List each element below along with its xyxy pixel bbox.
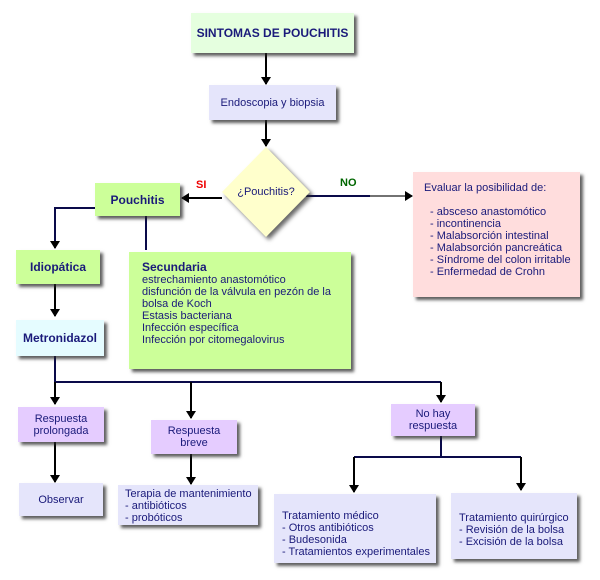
- evaluate-item: - Síndrome del colon irritable: [430, 254, 571, 266]
- maintenance-heading: Terapia de mantenimiento: [125, 488, 252, 500]
- secondary-heading: Secundaria: [142, 260, 207, 274]
- evaluate-item: - incontinencia: [430, 218, 501, 230]
- pouchitis-box: Pouchitis: [95, 183, 180, 216]
- evaluate-item: - Malabsorción intestinal: [430, 230, 549, 242]
- secondary-box: Secundaria estrechamiento anastomótico d…: [129, 252, 351, 369]
- yes-label: SI: [196, 179, 207, 191]
- secondary-item: disfunción de la válvula en pezón de la: [142, 286, 331, 298]
- secondary-item: Estasis bacteriana: [142, 310, 232, 322]
- no-response-line: respuesta: [408, 420, 458, 432]
- evaluate-heading: Evaluar la posibilidad de:: [424, 182, 547, 194]
- prolonged-line: prolongada: [33, 424, 89, 437]
- secondary-item: bolsa de Koch: [142, 298, 212, 310]
- secondary-item: Infección por citomegalovirus: [142, 334, 285, 346]
- surgical-item: - Excisión de la bolsa: [459, 536, 563, 548]
- decision-diamond: [222, 147, 310, 237]
- maintenance-item: - probóticos: [125, 512, 183, 524]
- no-response-box: No hay respuesta: [391, 404, 475, 436]
- title-box: SINTOMAS DE POUCHITIS: [191, 13, 354, 53]
- surgical-treatment-box: Tratamiento quirúrgico - Revisión de la …: [451, 493, 577, 559]
- endoscopy-box: Endoscopia y biopsia: [209, 85, 336, 120]
- evaluate-item: - absceso anastomótico: [430, 206, 547, 218]
- no-response-line: No hay: [415, 408, 451, 420]
- medical-heading: Tratamiento médico: [282, 510, 379, 522]
- medical-treatment-box: Tratamiento médico - Otros antibióticos …: [274, 494, 436, 563]
- brief-line: breve: [180, 437, 208, 449]
- medical-item: - Otros antibióticos: [282, 522, 374, 534]
- maintenance-box: Terapia de mantenimiento - antibióticos …: [118, 485, 258, 525]
- metronidazole-box: Metronidazol: [16, 320, 104, 356]
- observe-box: Observar: [19, 483, 103, 516]
- medical-item: - Budesonida: [282, 534, 347, 546]
- decision-label: ¿Pouchitis?: [237, 186, 295, 198]
- evaluate-item: - Malabsorción pancreática: [430, 242, 563, 254]
- secondary-item: estrechamiento anastomótico: [142, 274, 286, 286]
- secondary-item: Infección específica: [142, 322, 239, 334]
- evaluate-box: Evaluar la posibilidad de: - absceso ana…: [413, 172, 580, 297]
- prolonged-response-box: Respuesta prolongada: [18, 407, 104, 442]
- idiopathic-box: Idiopática: [16, 250, 100, 284]
- evaluate-item: - Enfermedad de Crohn: [430, 266, 545, 278]
- maintenance-item: - antibióticos: [125, 500, 187, 512]
- brief-response-box: Respuesta breve: [151, 420, 237, 454]
- surgical-heading: Tratamiento quirúrgico: [459, 512, 569, 524]
- medical-item: - Tratamientos experimentales: [282, 546, 430, 558]
- brief-line: Respuesta: [167, 425, 221, 437]
- arrow-to-idiopathic: [50, 207, 97, 249]
- surgical-item: - Revisión de la bolsa: [459, 524, 565, 536]
- prolonged-line: Respuesta: [34, 412, 88, 425]
- no-label: NO: [340, 177, 357, 189]
